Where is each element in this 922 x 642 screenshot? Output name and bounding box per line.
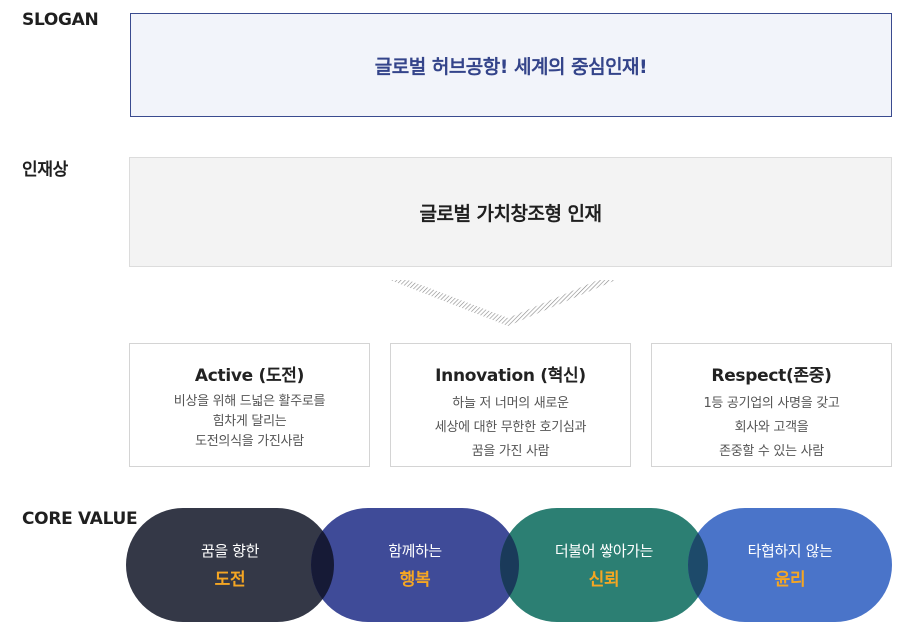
value-card-respect: Respect(존중) 1등 공기업의 사명을 갖고 회사와 고객을 존중할 수… (651, 343, 892, 467)
slogan-label: SLOGAN (22, 10, 99, 30)
core-value-sub: 꿈을 향한 (201, 542, 259, 560)
core-value-main: 도전 (214, 570, 246, 590)
value-card-innovation: Innovation (혁신) 하늘 저 너머의 새로운 세상에 대한 무한한 … (390, 343, 631, 467)
core-value-sub: 더불어 쌓아가는 (554, 542, 654, 560)
talent-text: 글로벌 가치창조형 인재 (419, 202, 602, 225)
core-value-main: 윤리 (774, 570, 806, 590)
value-desc-line: 회사와 고객을 (734, 420, 809, 435)
core-value-ethics: 타협하지 않는 윤리 (688, 508, 892, 622)
value-title: Respect(존중) (711, 366, 832, 386)
value-title: Innovation (혁신) (435, 366, 586, 386)
core-value-sub: 함께하는 (388, 542, 442, 560)
core-value-trust: 더불어 쌓아가는 신뢰 (500, 508, 708, 622)
value-desc-line: 도전의식을 가진사람 (195, 434, 304, 449)
slogan-box: 글로벌 허브공항! 세계의 중심인재! (130, 13, 892, 117)
core-value-main: 신뢰 (588, 570, 620, 590)
chevron-down-icon (390, 280, 616, 326)
value-desc-line: 하늘 저 너머의 새로운 (452, 396, 569, 411)
value-card-active: Active (도전) 비상을 위해 드넓은 활주로를 힘차게 달리는 도전의식… (129, 343, 370, 467)
core-value-main: 행복 (399, 570, 431, 590)
value-desc-line: 비상을 위해 드넓은 활주로를 (173, 394, 326, 409)
slogan-text: 글로벌 허브공항! 세계의 중심인재! (374, 55, 648, 78)
value-desc-line: 존중할 수 있는 사람 (719, 444, 824, 459)
value-title: Active (도전) (194, 366, 305, 386)
core-value-sub: 타협하지 않는 (747, 542, 833, 560)
value-desc-line: 세상에 대한 무한한 호기심과 (434, 420, 587, 435)
value-desc-line: 1등 공기업의 사명을 갖고 (703, 396, 840, 411)
value-desc-line: 꿈을 가진 사람 (471, 444, 550, 459)
core-value-challenge: 꿈을 향한 도전 (126, 508, 334, 622)
talent-box: 글로벌 가치창조형 인재 (129, 157, 892, 267)
talent-label: 인재상 (22, 160, 69, 180)
core-value-happiness: 함께하는 행복 (311, 508, 519, 622)
value-desc-line: 힘차게 달리는 (212, 414, 287, 429)
core-value-label: CORE VALUE (22, 509, 138, 529)
